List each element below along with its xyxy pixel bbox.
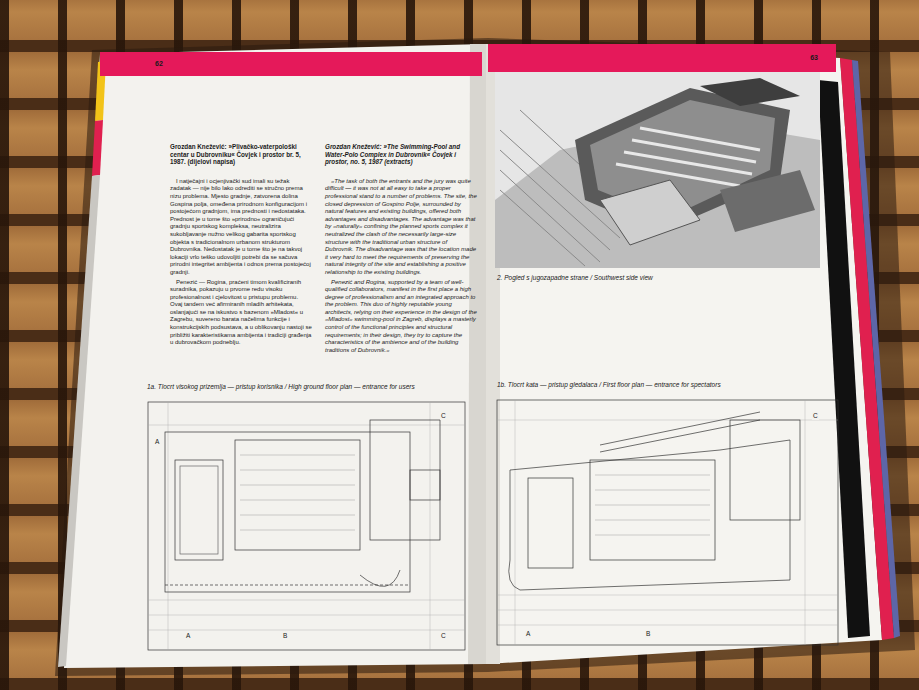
figure-caption: 2. Pogled s jugozapadne strane / Southwe… [497,274,818,282]
floor-plan-figure: 1b. Tlocrt kata — pristup gledalaca / Fi… [495,381,840,647]
section-marker: A [154,438,160,446]
figure-caption: 1b. Tlocrt kata — pristup gledalaca / Fi… [497,381,838,389]
article-paragraph: Penezić — Rogina, praćeni timom kvalific… [170,279,312,347]
page-header-band: 63 [488,44,836,72]
section-marker: C [440,632,447,640]
section-marker: C [440,412,447,420]
section-marker: B [645,630,651,638]
article-paragraph: Penezić and Rogina, supported by a team … [325,279,477,355]
photo-figure: 2. Pogled s jugozapadne strane / Southwe… [495,62,820,288]
article-heading: Grozdan Knežević: »Plivačko-vaterpološki… [170,143,312,166]
page-number: 62 [155,60,163,68]
section-marker: A [185,632,191,640]
figure-caption: 1a. Tlocrt visokog prizemlja — pristup k… [147,383,465,391]
page-number: 63 [810,54,818,62]
page-header-band: 62 [100,52,482,76]
article-paragraph: I natječajni i ocjenjivački sud imali su… [170,178,312,277]
section-marker: B [282,632,288,640]
section-marker: A [525,630,531,638]
section-marker: C [812,412,819,420]
article-paragraph: »The task of both the entrants and the j… [325,178,477,277]
floor-plan-figure: 1a. Tlocrt visokog prizemlja — pristup k… [145,383,467,651]
article-heading: Grozdan Knežević: »The Swimming-Pool and… [325,143,477,166]
